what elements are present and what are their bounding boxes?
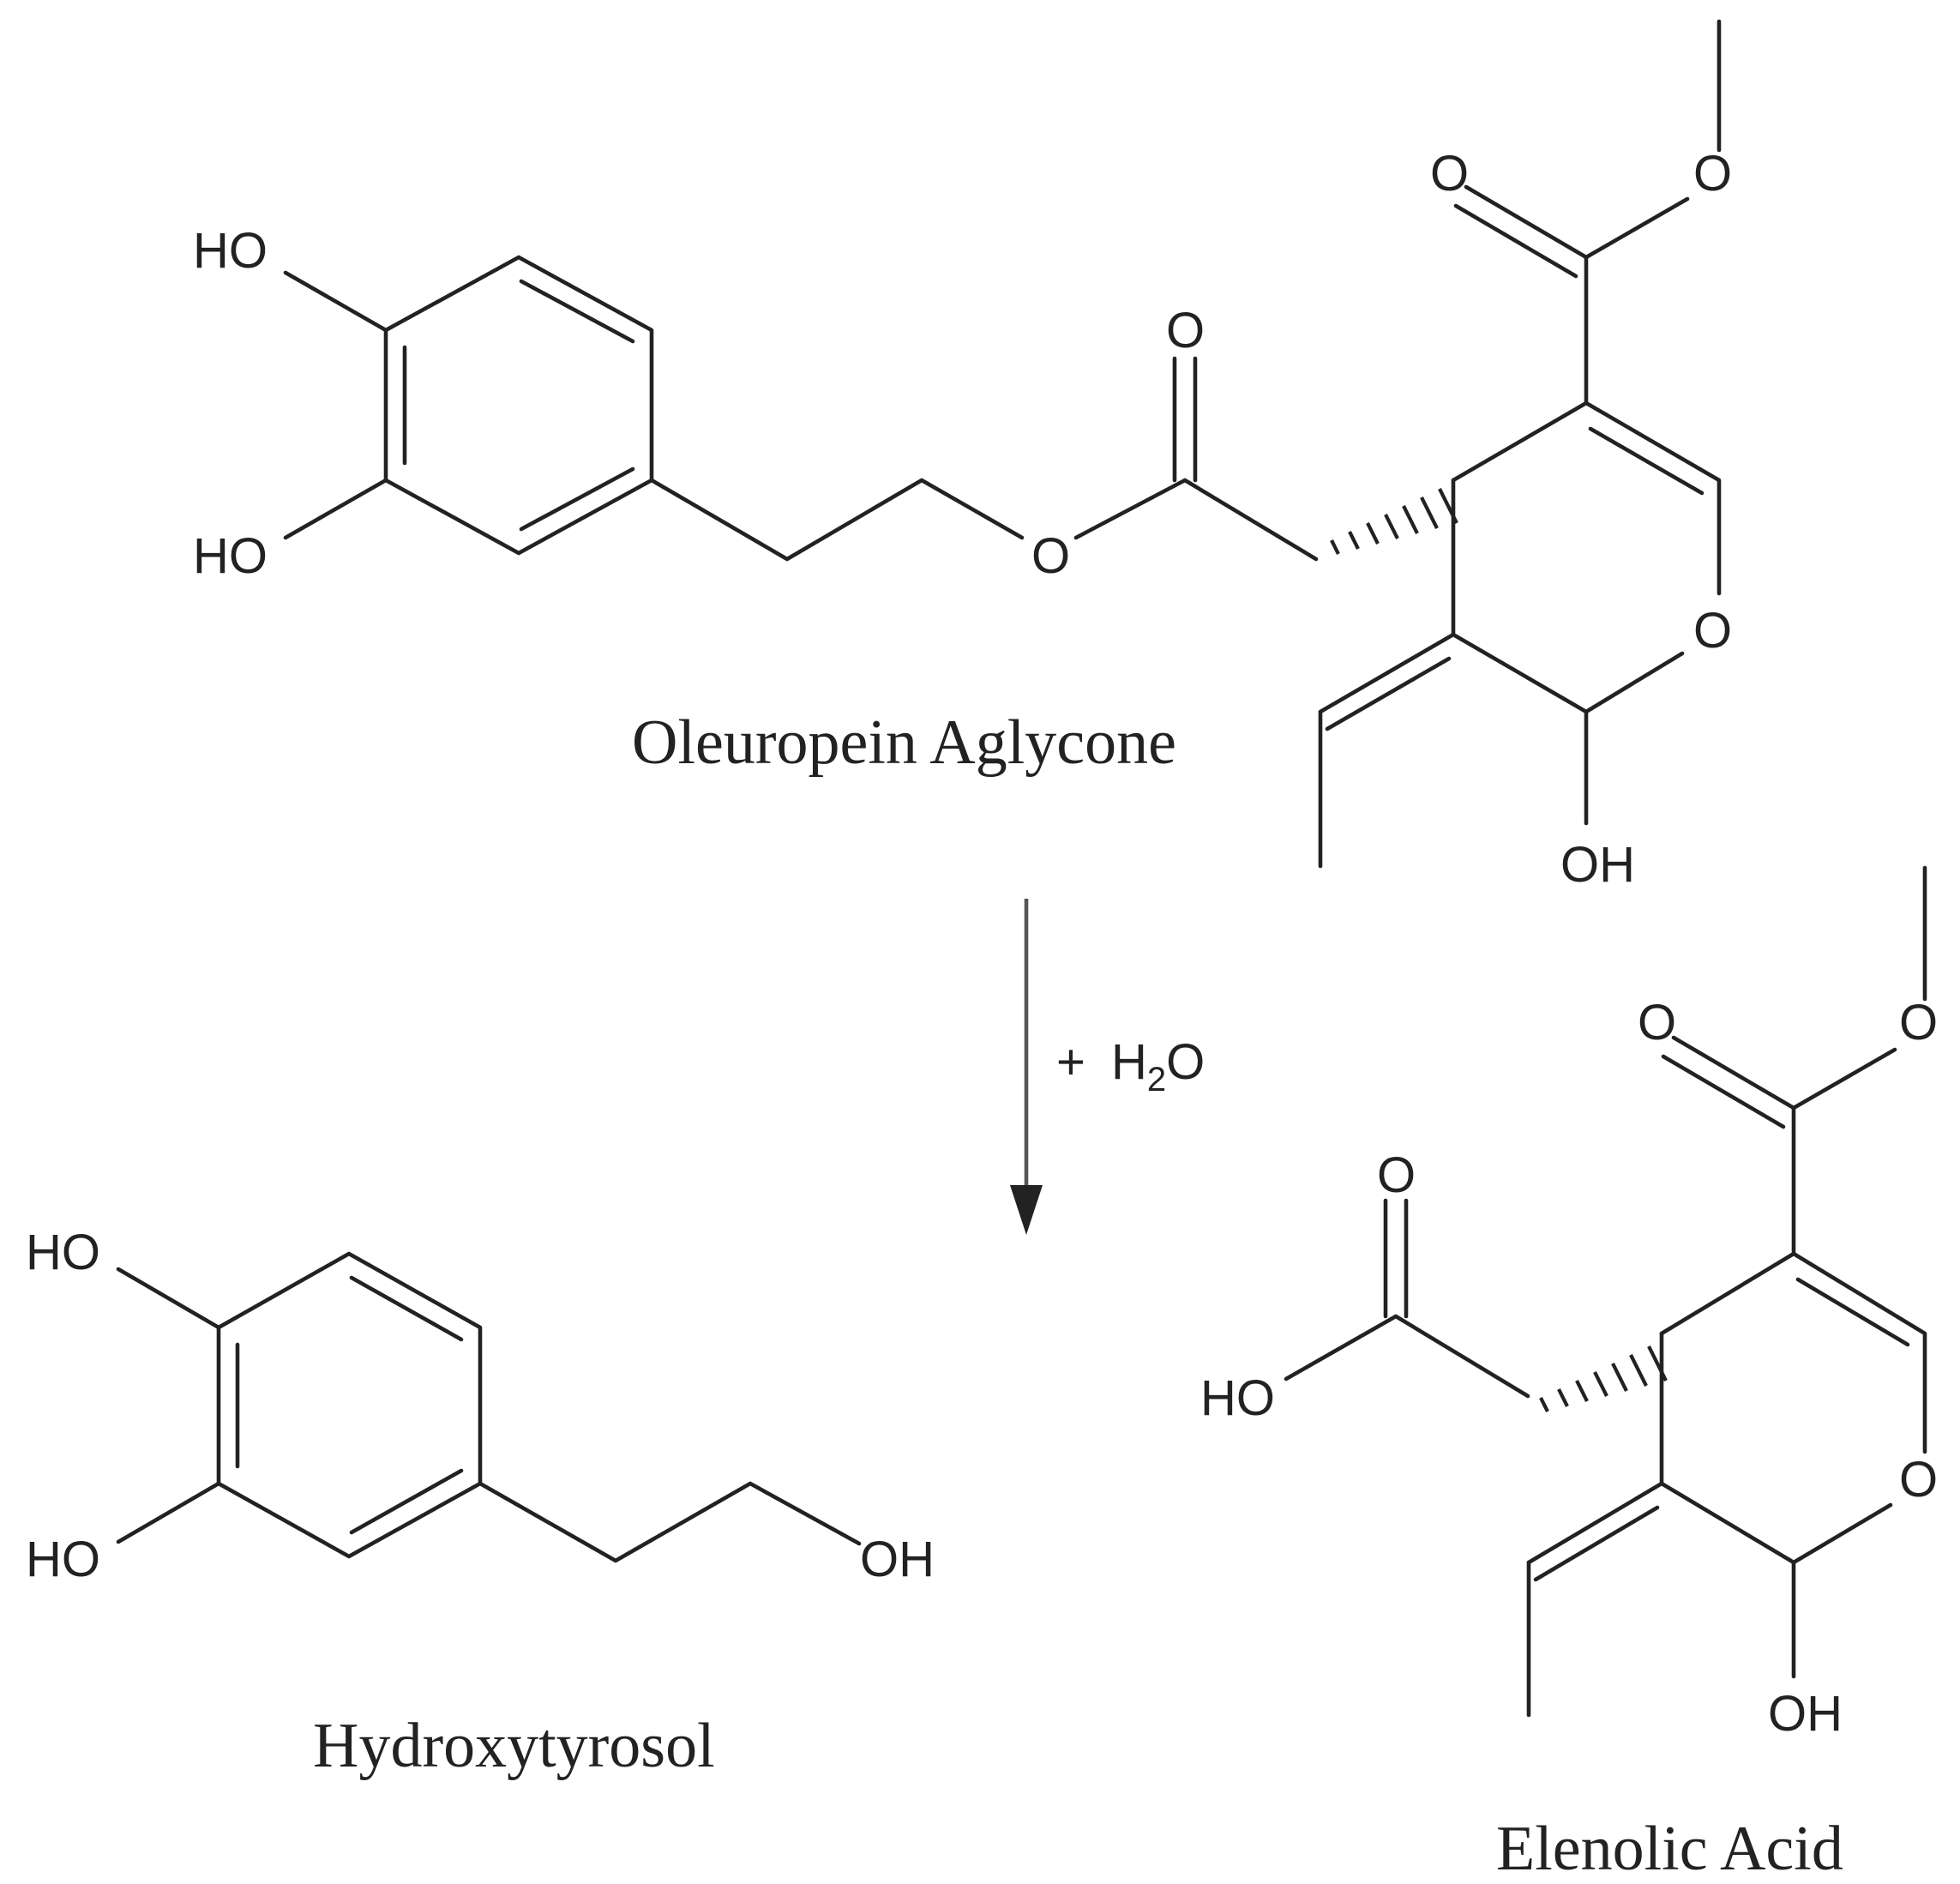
plus-sign: + <box>1056 1034 1085 1090</box>
methyl-ester-bonds <box>1453 19 1722 406</box>
hydroxyethyl-chain-bonds <box>478 1481 862 1563</box>
hydroxyl-bonds <box>283 270 388 540</box>
dihydropyran-ring-bonds <box>1451 400 1722 826</box>
ht-hydroxyl-label-bottom: HO <box>26 1532 100 1587</box>
hydroxytyrosol-name: Hydroxytyrosol <box>313 1711 715 1781</box>
stereo-hash-bond <box>1539 1345 1668 1412</box>
ea-methyl-ester-oxygen-label: O <box>1899 995 1938 1050</box>
ht-terminal-hydroxyl-label: OH <box>860 1532 935 1587</box>
ethylidene-bonds <box>1318 632 1456 869</box>
ea-acid-hydroxyl-label: HO <box>1200 1370 1275 1426</box>
hydroxyl-bonds <box>116 1267 221 1544</box>
oa-hydroxyl-label-bottom: HO <box>193 528 268 584</box>
ea-methyl-ester-carbonyl-oxygen-label: O <box>1638 995 1676 1050</box>
carboxylic-acid-bonds <box>1284 1198 1530 1399</box>
stereo-hash-bond <box>1330 488 1458 555</box>
elenolic-acid-structure: O O O HO O OH Elenolic Acid <box>1200 865 1938 1884</box>
ea-hemiacetal-hydroxyl-label: OH <box>1768 1686 1843 1742</box>
ht-hydroxyl-label-top: HO <box>26 1225 100 1280</box>
water-oxygen: O <box>1166 1034 1205 1090</box>
ea-acid-carbonyl-oxygen-label: O <box>1377 1147 1416 1203</box>
ethyl-ester-linker-bonds <box>649 356 1319 562</box>
ethylidene-bonds <box>1526 1481 1664 1718</box>
elenolic-acid-name: Elenolic Acid <box>1496 1814 1843 1884</box>
oa-methyl-ester-oxygen-label: O <box>1693 146 1732 202</box>
methyl-ester-bonds <box>1661 865 1927 1256</box>
hydroxytyrosol-structure: HO HO OH Hydroxytyrosol <box>26 1225 935 1781</box>
water-reagent-label: + H2O <box>1056 1034 1205 1098</box>
water-subscript: 2 <box>1147 1061 1166 1098</box>
oa-ring-oxygen-label: O <box>1693 603 1732 659</box>
water-hydrogen: H <box>1111 1034 1147 1090</box>
oleuropein-aglycone-name: Oleuropein Aglycone <box>632 707 1176 778</box>
oleuropein-aglycone-structure: HO HO O O O O O OH Oleuropein Aglycone <box>193 19 1732 893</box>
reaction-arrow <box>1010 899 1043 1235</box>
oa-ester-oxygen-label: O <box>1031 528 1070 584</box>
oa-methyl-ester-carbonyl-oxygen-label: O <box>1430 146 1469 202</box>
oa-hemiacetal-hydroxyl-label: OH <box>1560 837 1635 893</box>
catechol-ring-bonds <box>383 255 654 556</box>
dihydropyran-ring-bonds <box>1659 1251 1927 1679</box>
oa-carbonyl-oxygen-label: O <box>1166 303 1205 358</box>
catechol-ring-bonds <box>216 1251 483 1559</box>
ea-ring-oxygen-label: O <box>1899 1452 1938 1508</box>
oa-hydroxyl-label-top: HO <box>193 223 268 279</box>
